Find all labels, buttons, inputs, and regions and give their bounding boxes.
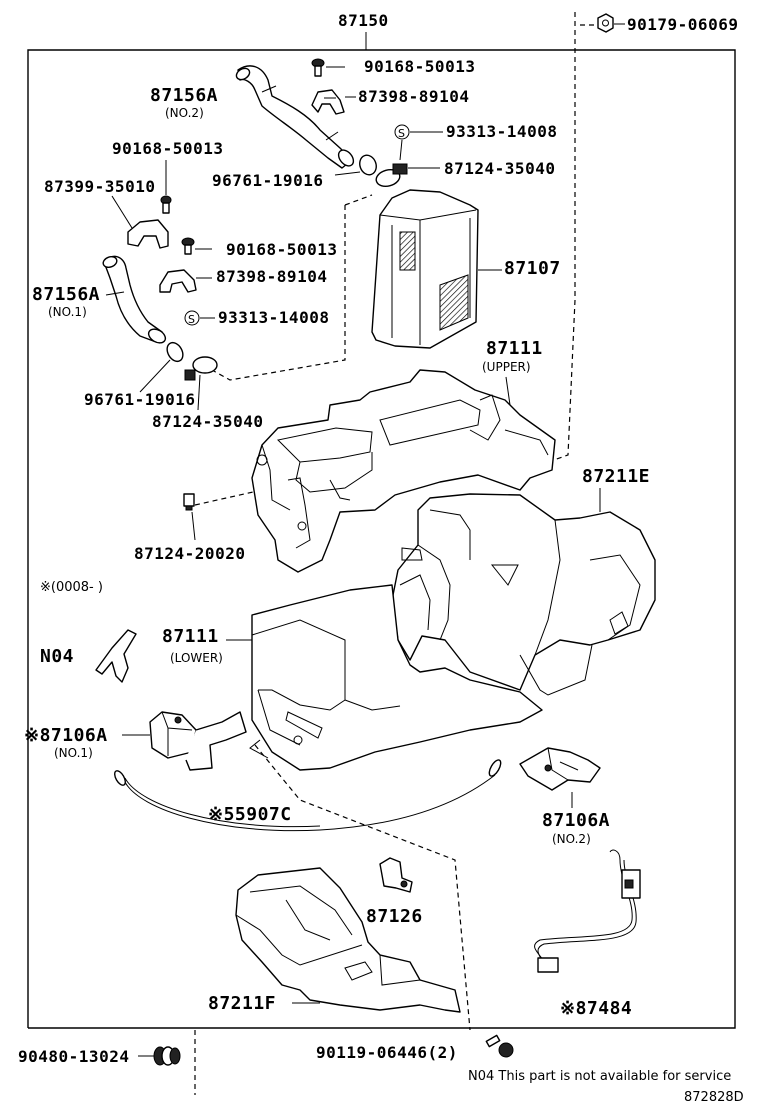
heater-core <box>371 189 479 349</box>
screw-icon <box>181 237 195 255</box>
label-90168-50013-left: 90168-50013 <box>112 139 224 158</box>
guide-line-heater <box>344 194 373 206</box>
hose-no2 <box>235 65 355 169</box>
screw-icon <box>311 58 325 77</box>
label-96761-19016-top: 96761-19016 <box>212 171 324 190</box>
o-ring-icon <box>166 341 184 363</box>
label-87106a-no2: 87106A <box>542 810 611 831</box>
label-87124-35040-top: 87124-35040 <box>444 159 556 178</box>
lower-case <box>249 584 543 771</box>
label-90480-13024: 90480-13024 <box>18 1047 130 1066</box>
sensor-87126 <box>379 857 413 893</box>
svg-text:S: S <box>188 313 195 326</box>
label-87156a-no2: 87156A <box>150 85 219 106</box>
label-90168-50013-top: 90168-50013 <box>364 57 476 76</box>
label-no1-b: (NO.1) <box>54 746 93 760</box>
hose-no1 <box>102 255 167 344</box>
n04-part <box>95 629 137 683</box>
label-87107: 87107 <box>504 258 561 279</box>
guide-line-clip <box>194 489 263 506</box>
label-no2-a: (NO.2) <box>165 106 204 120</box>
label-87484: ※87484 <box>560 998 633 1019</box>
label-55907c: ※55907C <box>208 804 292 825</box>
label-note-0008: ※(0008- ) <box>40 580 103 595</box>
upper-case <box>251 369 556 573</box>
diagram-code: 872828D <box>684 1090 744 1105</box>
label-no1-a: (NO.1) <box>48 305 87 319</box>
label-87211f: 87211F <box>208 993 277 1014</box>
actuator-no1 <box>149 711 247 771</box>
control-cable <box>114 759 502 832</box>
label-87156a-no1: 87156A <box>32 284 101 305</box>
label-n04: N04 <box>40 646 75 667</box>
label-87398-89104-mid: 87398-89104 <box>216 267 328 286</box>
label-87399-35010: 87399-35010 <box>44 177 156 196</box>
duct-87211e <box>391 493 656 696</box>
actuator-no2 <box>519 747 601 791</box>
label-87211e: 87211E <box>582 466 651 487</box>
guide-line-duct <box>254 744 471 1031</box>
label-no2-b: (NO.2) <box>552 832 591 846</box>
clamp-icon <box>184 356 218 381</box>
label-93313-14008-mid: 93313-14008 <box>218 308 330 327</box>
label-87126: 87126 <box>366 906 423 927</box>
clamp-icon <box>159 269 197 293</box>
label-87124-35040-mid: 87124-35040 <box>152 412 264 431</box>
guide-line-hose <box>211 205 346 381</box>
label-87111-lower: 87111 <box>162 626 219 647</box>
clamp-icon <box>127 219 169 249</box>
label-93313-14008-top: 93313-14008 <box>446 122 558 141</box>
label-87398-89104-top: 87398-89104 <box>358 87 470 106</box>
label-90119-06446: 90119-06446(2) <box>316 1043 458 1062</box>
screw-icon <box>160 195 172 214</box>
guide-line-top-right <box>547 12 576 463</box>
label-87150: 87150 <box>338 11 389 30</box>
assembly-frame <box>27 49 736 1029</box>
svg-text:S: S <box>398 127 405 140</box>
label-87111-upper: 87111 <box>486 338 543 359</box>
clamp-icon <box>311 89 345 115</box>
label-96761-19016-mid: 96761-19016 <box>84 390 196 409</box>
o-ring-icon <box>359 154 377 176</box>
clip-part <box>183 493 195 511</box>
nut-icon <box>597 13 614 33</box>
footnote: N04 This part is not available for servi… <box>468 1069 732 1084</box>
duct-87211f <box>235 867 461 1013</box>
clamp-icon <box>375 163 408 188</box>
s-circle-icon: S <box>184 310 200 326</box>
s-circle-icon: S <box>394 124 410 140</box>
label-90179-06069: 90179-06069 <box>627 15 739 34</box>
grommet-part <box>153 1046 181 1066</box>
label-lower: (LOWER) <box>170 651 223 665</box>
label-upper: (UPPER) <box>482 360 531 374</box>
label-90168-50013-mid: 90168-50013 <box>226 240 338 259</box>
label-87124-20020: 87124-20020 <box>134 544 246 563</box>
sensor-87484 <box>534 849 641 973</box>
screw-icon <box>485 1034 514 1058</box>
label-87106a-no1: ※87106A <box>24 725 108 746</box>
